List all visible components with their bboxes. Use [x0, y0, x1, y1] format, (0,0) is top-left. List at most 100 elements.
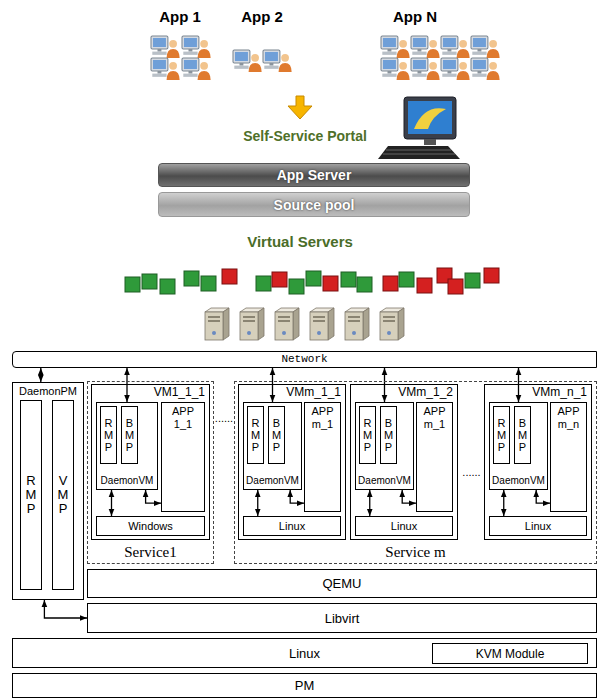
- user-icon: [381, 58, 410, 80]
- layer-box: Libvirt: [87, 603, 597, 633]
- server-icon: [345, 308, 369, 340]
- layer-box: LinuxKVM Module: [12, 638, 597, 668]
- vm-box: VM1_1_1DaemonVMRMPBMPAPP 1_1Windows: [91, 384, 210, 540]
- keyboard: [378, 146, 460, 159]
- server-icon: [380, 308, 404, 340]
- module-box: VMP: [52, 400, 74, 590]
- vm-box: VMm_n_1DaemonVMRMPBMPAPP m_nLinux: [484, 384, 592, 540]
- double-arrow: [369, 490, 370, 516]
- node-text: VMm_1_2: [398, 386, 453, 399]
- node-text: APP m_1: [305, 405, 340, 431]
- double-arrow: [111, 490, 112, 516]
- node-text: RMP: [250, 417, 261, 453]
- node-text: RMP: [103, 417, 114, 453]
- daemon-box: DaemonVM RMP BMP: [355, 402, 414, 490]
- module-box: BMP: [268, 406, 285, 464]
- node-text: APP m_1: [417, 405, 452, 431]
- double-arrow: [40, 368, 41, 382]
- vm-box: VMm_1_1DaemonVMRMPBMPAPP m_1Linux: [238, 384, 346, 540]
- app-label: App 2: [232, 8, 292, 26]
- double-arrow: [402, 490, 416, 503]
- vm-block: [323, 276, 338, 291]
- vm-block: [399, 272, 414, 287]
- monitor: [404, 97, 456, 139]
- user-icon: [381, 36, 410, 58]
- node-text: KVM Module: [476, 647, 545, 661]
- double-arrow: [503, 490, 504, 516]
- vm-block: [256, 276, 271, 291]
- label-text: ......: [462, 466, 480, 479]
- screen-graphic: [414, 108, 446, 129]
- node-text: DaemonVM: [358, 475, 411, 487]
- vm-block: [306, 271, 321, 286]
- user-icon: [441, 58, 470, 80]
- user-icon: [441, 36, 470, 58]
- label-text: Virtual Servers: [247, 233, 353, 251]
- node-text: DaemonPM: [19, 385, 77, 398]
- node-text: App Server: [277, 167, 352, 183]
- node-text: Service1: [124, 544, 176, 561]
- node-text: BMP: [124, 417, 135, 453]
- user-icon: [471, 36, 500, 58]
- user-icon: [471, 58, 500, 80]
- server-bar: App Server: [158, 163, 470, 187]
- daemon-box: DaemonVMRMPBMP: [96, 402, 158, 490]
- vm-block: [448, 279, 463, 294]
- node-text: VMm_1_1: [286, 386, 341, 399]
- node-text: BMP: [383, 417, 394, 453]
- module-box: RMP: [100, 406, 117, 464]
- node-text: RMP: [496, 417, 507, 453]
- double-arrow: [126, 368, 127, 402]
- portal-label: Self-Service Portal: [243, 127, 367, 145]
- module-box: RMP: [20, 400, 42, 590]
- keyboard-keys: [383, 154, 455, 155]
- node-text: APP m_n: [551, 405, 586, 431]
- module-box: RMP: [359, 406, 376, 464]
- module-box: KVM Module: [432, 643, 588, 664]
- node-text: Linux: [525, 520, 551, 533]
- ellipsis: ......: [214, 408, 234, 426]
- vm-block: [125, 277, 140, 292]
- label-text: App 1: [159, 8, 201, 26]
- module-box: BMP: [514, 406, 531, 464]
- layer-box: QEMU: [87, 569, 597, 598]
- label-text: Self-Service Portal: [243, 129, 367, 144]
- user-icon: [411, 36, 440, 58]
- server-icon: [205, 308, 229, 340]
- daemon-box: DaemonVM RMP BMP: [489, 402, 548, 490]
- node-text: RMP: [362, 417, 373, 453]
- node-text: RMP: [25, 474, 38, 517]
- module-box: RMP: [247, 406, 264, 464]
- service-group: Service1VM1_1_1DaemonVMRMPBMPAPP 1_1Wind…: [87, 381, 214, 564]
- app-box: APP m_1: [304, 402, 341, 512]
- node-text: APP 1_1: [162, 405, 204, 431]
- pool-bar: Source pool: [158, 192, 470, 217]
- os-box: Linux: [489, 516, 587, 536]
- virtual-server-blocks: [125, 268, 499, 294]
- user-icon: [182, 36, 211, 58]
- vm-box: VMm_1_2DaemonVM RMP BMP APP m_1Linux: [350, 384, 458, 540]
- server-icon: [275, 308, 299, 340]
- app-label: App 1: [150, 8, 210, 26]
- user-icon: [151, 36, 180, 58]
- node-text: VMP: [57, 474, 70, 517]
- user-icon: [411, 58, 440, 80]
- daemon-box: DaemonPM RMP VMP: [12, 382, 84, 600]
- node-text: Linux: [391, 520, 417, 533]
- module-box: RMP: [493, 406, 510, 464]
- node-text: Service m: [385, 544, 445, 561]
- module-box: BMP: [380, 406, 397, 464]
- layer-box: PM: [12, 673, 597, 698]
- vm-block: [222, 269, 237, 284]
- vm-block: [142, 274, 157, 289]
- user-icon: [151, 58, 180, 80]
- vm-block: [383, 276, 398, 291]
- double-arrow: [384, 368, 385, 402]
- workstation-icon: [378, 97, 460, 159]
- node-text: DaemonVM: [492, 475, 545, 487]
- screen: [408, 101, 452, 134]
- node-text: Network: [281, 353, 327, 366]
- double-arrow: [290, 490, 304, 503]
- node-text: Source pool: [274, 197, 355, 213]
